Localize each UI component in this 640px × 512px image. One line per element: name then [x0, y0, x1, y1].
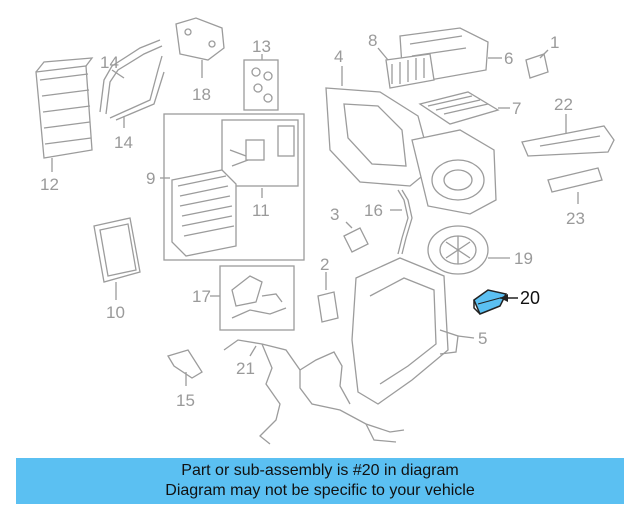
callout-1: 1 — [550, 33, 559, 52]
callout-16: 16 — [364, 201, 383, 220]
part-20-highlighted — [473, 289, 518, 315]
callout-22: 22 — [554, 95, 573, 114]
part-8-seal — [377, 47, 435, 89]
part-1-bracket — [525, 49, 549, 79]
part-12-heater-core — [35, 57, 94, 172]
callout-6: 6 — [504, 49, 513, 68]
part-21-harness — [223, 339, 405, 445]
callout-20: 20 — [520, 288, 540, 308]
part-13-hardware — [243, 54, 279, 111]
callout-18: 18 — [192, 85, 211, 104]
callout-12: 12 — [40, 175, 59, 194]
callout-9: 9 — [146, 169, 155, 188]
banner-line-1: Part or sub-assembly is #20 in diagram — [181, 462, 459, 479]
callout-19: 19 — [514, 249, 533, 268]
part-4-hvac-case — [325, 66, 497, 215]
part-9-evaporator — [160, 113, 305, 261]
part-2-actuator — [317, 272, 339, 323]
part-3-sensor — [343, 221, 369, 253]
callout-21: 21 — [236, 359, 255, 378]
callout-17: 17 — [192, 287, 211, 306]
part-23-duct — [547, 167, 603, 204]
part-19-blower-motor — [427, 225, 510, 275]
callout-2: 2 — [320, 255, 329, 274]
callout-11: 11 — [252, 201, 270, 220]
part-10-seal — [93, 217, 141, 300]
parts-diagram: 1 2 3 4 5 6 7 8 9 10 11 12 13 14 14 15 1… — [35, 17, 615, 445]
info-banner: Part or sub-assembly is #20 in diagram D… — [16, 458, 624, 504]
banner-line-2: Diagram may not be specific to your vehi… — [165, 482, 475, 499]
part-17-actuators — [210, 265, 295, 331]
callout-5: 5 — [478, 329, 487, 348]
callout-15: 15 — [176, 391, 195, 410]
callout-14a: 14 — [100, 53, 119, 72]
part-15-bracket — [167, 349, 203, 386]
part-16-wire — [390, 189, 413, 255]
callout-14b: 14 — [114, 133, 133, 152]
callout-3: 3 — [330, 205, 339, 224]
callout-13: 13 — [252, 37, 271, 56]
callout-8: 8 — [368, 31, 377, 50]
part-22-duct — [521, 114, 615, 157]
part-14-pipes — [99, 39, 165, 128]
callout-10: 10 — [106, 303, 125, 322]
callout-7: 7 — [512, 99, 521, 118]
part-18-bracket — [175, 17, 225, 78]
part-7-filter — [418, 91, 510, 125]
callout-4: 4 — [334, 47, 343, 66]
part-5-lower-case — [351, 257, 475, 405]
callout-23: 23 — [566, 209, 585, 228]
